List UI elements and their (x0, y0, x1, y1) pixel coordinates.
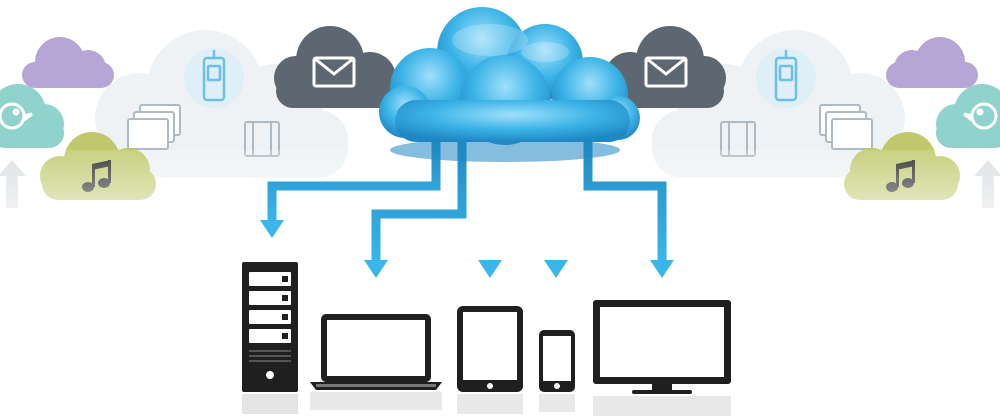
central-cloud-icon (379, 7, 640, 162)
server-tower-icon (242, 262, 298, 414)
arrow-down-icon (364, 260, 388, 278)
mail-cloud-left (274, 26, 396, 108)
bird-cloud-left (0, 84, 64, 148)
devices (242, 262, 731, 416)
monitor-icon (593, 300, 731, 416)
purple-cloud-left (22, 37, 114, 88)
arrow-down-icon (544, 260, 568, 278)
mail-icon (312, 56, 356, 88)
tablet-icon (457, 306, 523, 414)
mail-cloud-right (604, 26, 726, 108)
purple-cloud-right (886, 37, 978, 88)
arrow-down-icon (650, 260, 674, 278)
arrow-down-icon (260, 220, 284, 238)
bird-icon (0, 102, 33, 130)
laptop-icon (310, 314, 442, 410)
arrow-heads (260, 220, 674, 278)
phone-icon (184, 48, 244, 108)
arrow-to-laptop (371, 125, 467, 262)
smartphone-icon (539, 330, 575, 412)
gallery-icon (127, 104, 181, 150)
phone-icon (756, 48, 816, 108)
bird-cloud-right (936, 84, 1000, 148)
gallery-icon (819, 104, 873, 150)
bird-icon (963, 102, 998, 130)
arrow-down-icon (478, 260, 502, 278)
mail-icon (644, 56, 688, 88)
